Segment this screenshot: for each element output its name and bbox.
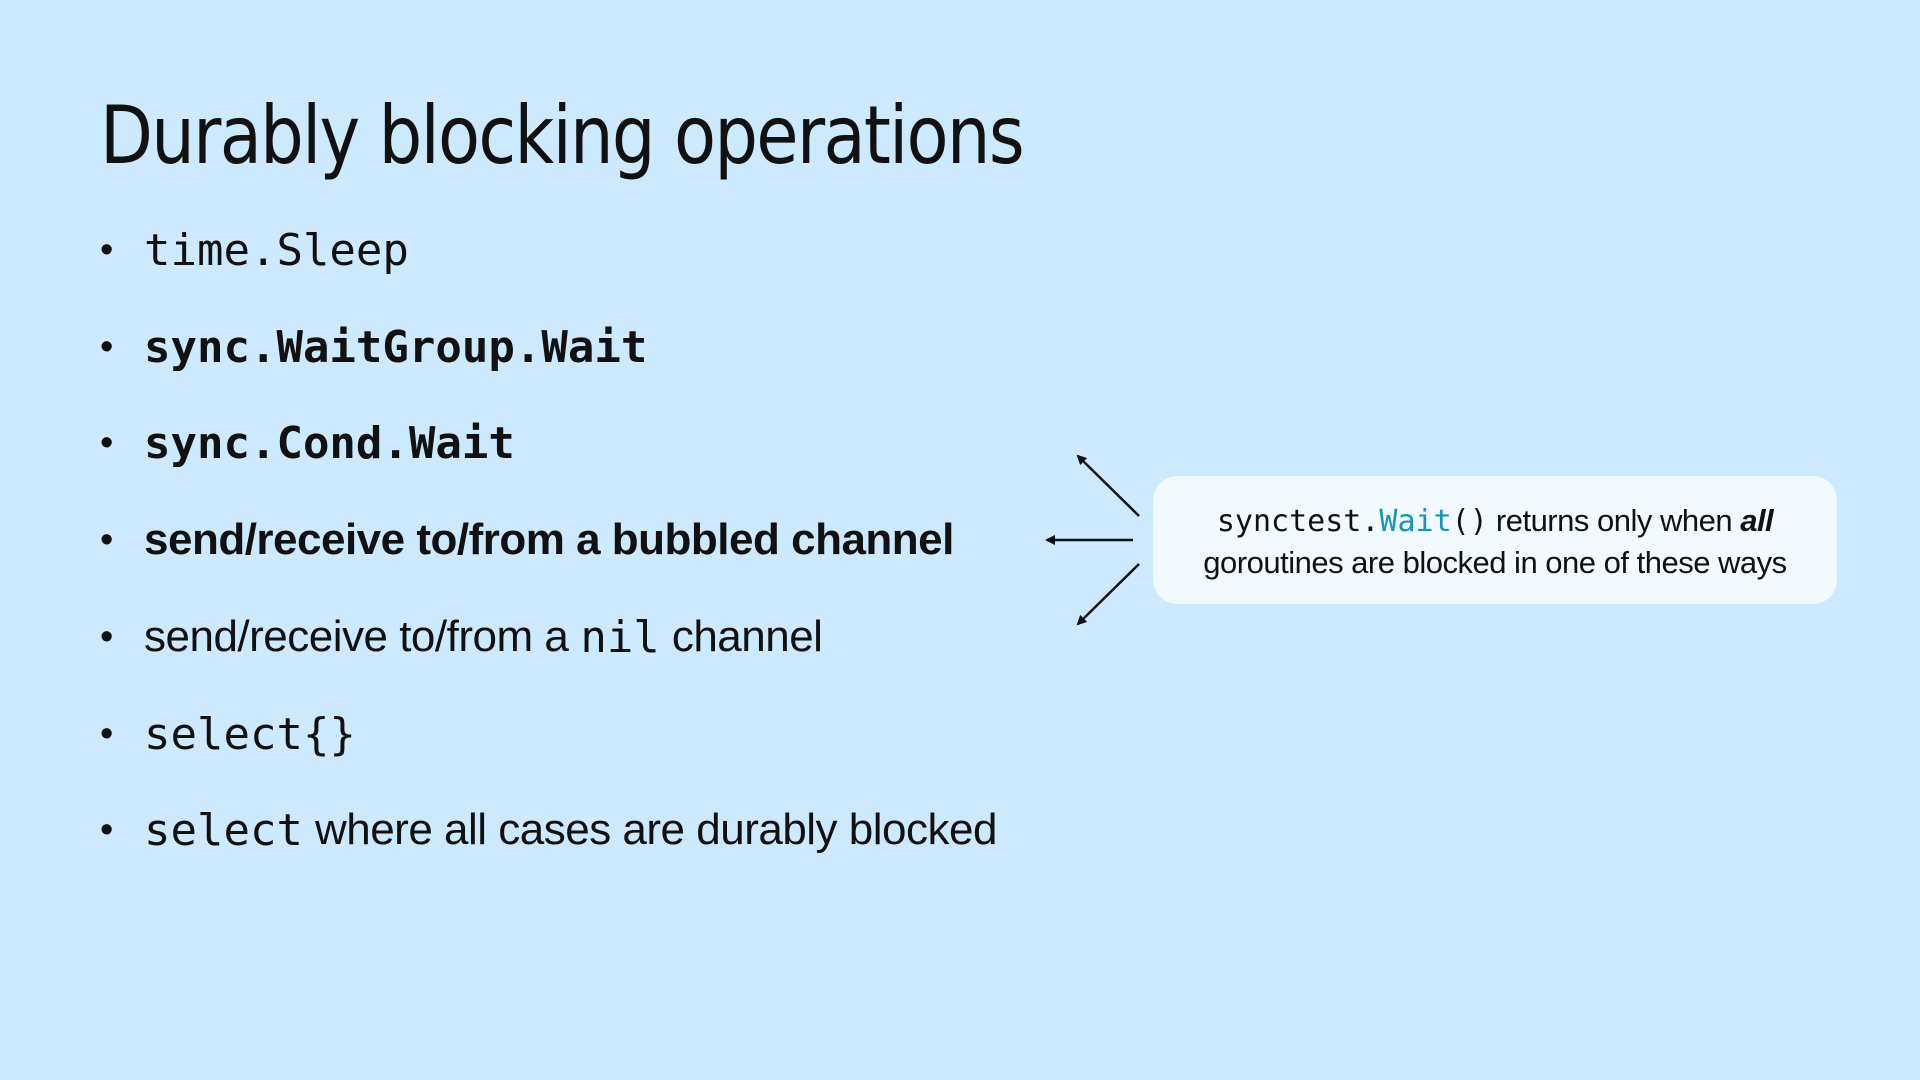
bullet-icon: • — [100, 519, 114, 561]
arrow-down-icon — [1076, 563, 1140, 626]
code-waitgroup-wait: sync.WaitGroup.Wait — [144, 321, 648, 373]
callout-emphasis: all — [1740, 503, 1774, 538]
callout-code-func: Wait — [1379, 504, 1452, 539]
nil-channel-text-after: channel — [671, 612, 823, 661]
callout-box: synctest.Wait() returns only when all go… — [1153, 476, 1837, 604]
bullet-icon: • — [100, 809, 114, 851]
list-item-waitgroup-wait: • sync.WaitGroup.Wait — [100, 317, 647, 377]
arrow-up-icon — [1076, 454, 1140, 517]
list-item-cond-wait: • sync.Cond.Wait — [100, 413, 515, 473]
callout-line-2: goroutines are blocked in one of these w… — [1203, 545, 1787, 580]
code-empty-select: select{} — [144, 708, 356, 760]
code-select: select — [144, 804, 303, 856]
bullet-icon: • — [100, 326, 114, 368]
callout-line-1: synctest.Wait() returns only when all — [1153, 500, 1837, 542]
callout-code-parens: () — [1451, 504, 1488, 539]
bullet-icon: • — [100, 616, 114, 658]
list-item-bubbled-channel: • send/receive to/from a bubbled channel — [100, 510, 954, 570]
list-item-empty-select: • select{} — [100, 704, 356, 764]
list-item-select-blocked: • select where all cases are durably blo… — [100, 800, 997, 860]
code-nil: nil — [580, 611, 660, 663]
nil-channel-text-before: send/receive to/from a — [144, 612, 569, 661]
bullet-icon: • — [100, 713, 114, 755]
slide-title: Durably blocking operations — [100, 89, 1025, 182]
bubbled-channel-text: send/receive to/from a bubbled channel — [144, 515, 954, 564]
code-cond-wait: sync.Cond.Wait — [144, 417, 515, 469]
list-item-nil-channel: • send/receive to/from a nil channel — [100, 607, 823, 667]
select-blocked-text: where all cases are durably blocked — [314, 805, 998, 854]
code-time-sleep: time.Sleep — [144, 224, 409, 276]
list-item-time-sleep: • time.Sleep — [100, 220, 409, 280]
bullet-icon: • — [100, 422, 114, 464]
callout-text-mid: returns only when — [1495, 503, 1733, 538]
bullet-icon: • — [100, 229, 114, 271]
callout-code-prefix: synctest. — [1216, 504, 1380, 539]
